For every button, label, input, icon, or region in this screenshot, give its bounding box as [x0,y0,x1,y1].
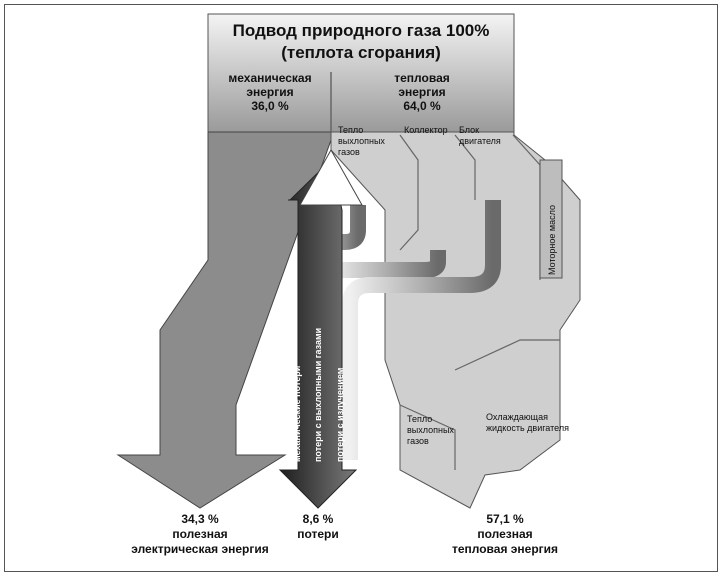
branch-separator-1 [399,134,419,251]
block-loss-pipe [342,200,501,460]
coolant-label-1: Охлаждающая [486,412,548,422]
gas-supply-bar [207,13,515,133]
branch-separator-2 [454,134,476,200]
heat-percent: 64,0 % [403,99,441,113]
thermal-output-percent: 57,1 % [486,512,524,526]
electric-output-label-1: полезная [172,527,227,541]
coolant-separator [454,339,560,371]
bottom-separator [399,404,456,470]
coolant-label-2: жидкость двигателя [486,423,569,433]
collector-branch-label: Коллектор [404,125,448,135]
title-line2: (теплота сгорания) [281,43,441,62]
exhaust-branch-label-2: выхлопных [338,136,385,146]
block-branch-label-1: Блок [459,125,479,135]
thermal-output-label-2: тепловая энергия [452,542,558,556]
oil-branch [539,159,563,279]
heat-label-2: энергия [398,85,445,99]
title-line1: Подвод природного газа 100% [233,21,490,40]
exhaust-branch-label-3: газов [338,147,360,157]
heat-label-1: тепловая [394,71,450,85]
bottom-exhaust-label-2: выхлопных [407,425,454,435]
thermal-output-label-1: полезная [477,527,532,541]
loss-label-mechanical: механические потери [292,366,302,462]
thermal-energy-flow [330,131,581,509]
mech-label-1: механическая [228,71,311,85]
bottom-exhaust-label-3: газов [407,436,429,446]
exhaust-branch-label-1: Тепло [338,125,363,135]
mech-label-2: энергия [246,85,293,99]
loss-label-radiation: потери с излучением [335,367,345,462]
mech-percent: 36,0 % [251,99,289,113]
bottom-exhaust-label-1: Тепло [407,414,432,424]
loss-output-percent: 8,6 % [303,512,334,526]
loss-label-exhaust: потери с выхлопными газами [313,328,323,462]
oil-branch-label: Моторное масло [547,205,557,275]
block-branch-label-2: двигателя [459,136,501,146]
loss-arrow-notch [299,148,363,206]
electric-output-percent: 34,3 % [181,512,219,526]
electric-output-label-2: электрическая энергия [131,542,268,556]
loss-output-label: потери [297,527,339,541]
